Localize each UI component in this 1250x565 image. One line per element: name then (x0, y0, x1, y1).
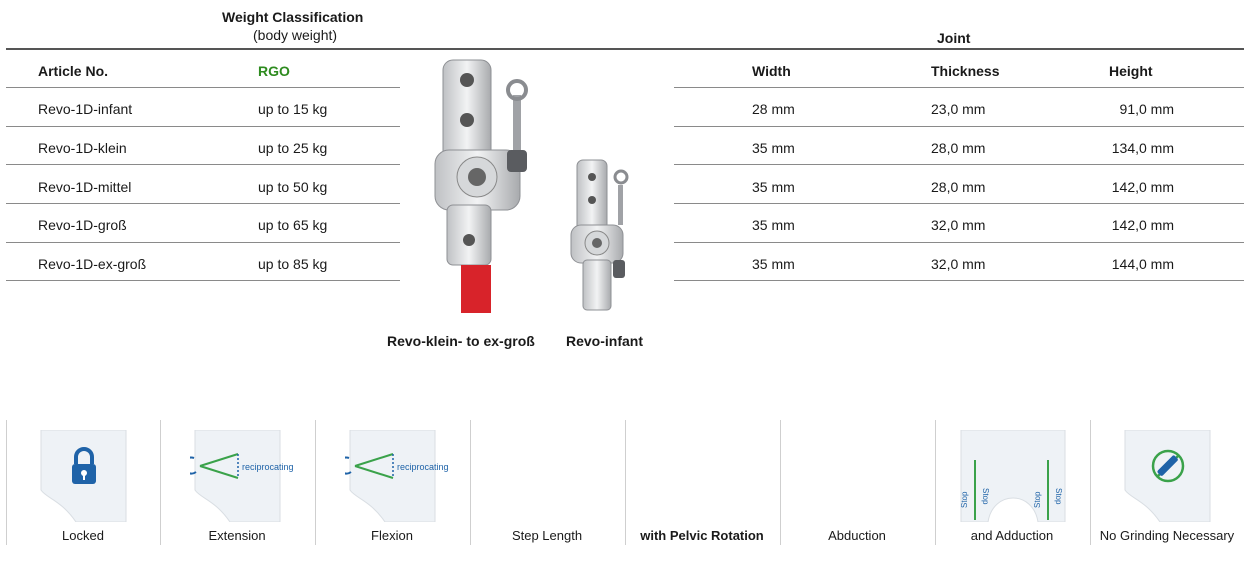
feature-label: No Grinding Necessary (1099, 528, 1235, 543)
table-cell-weight: up to 50 kg (258, 179, 328, 195)
feature-label: Locked (62, 528, 104, 543)
width-header: Width (752, 63, 791, 79)
table-cell-article: Revo-1D-groß (38, 217, 127, 233)
table-cell-thickness: 23,0 mm (931, 101, 986, 117)
table-cell-article: Revo-1D-mittel (38, 179, 132, 195)
reciprocating-extension-icon: reciprocating (190, 430, 294, 522)
table-cell-width: 35 mm (752, 179, 795, 195)
feature-divider (625, 420, 626, 545)
feature-divider (6, 420, 7, 545)
table-cell-article: Revo-1D-infant (38, 101, 133, 117)
table-cell-height: 134,0 mm (1111, 140, 1174, 156)
caption-revo-large: Revo-klein- to ex-groß (387, 333, 535, 349)
revo-large-joint-image (434, 59, 528, 313)
table-cell-height: 142,0 mm (1111, 179, 1174, 195)
stop-abduction-icon: Stop Stop Stop Stop (960, 430, 1066, 522)
feature-step-length: Step Length (470, 420, 624, 565)
table-cell-height: 144,0 mm (1111, 256, 1174, 272)
feature-no-grinding: No Grinding Necessary (1090, 420, 1244, 565)
annotation-text: reciprocating (397, 462, 449, 472)
table-cell-weight: up to 25 kg (258, 140, 328, 156)
row-rule (674, 164, 1244, 165)
table-cell-weight: up to 65 kg (258, 217, 328, 233)
reciprocating-flexion-icon: reciprocating (345, 430, 449, 522)
stop-label: Stop (1054, 488, 1063, 505)
table-cell-width: 28 mm (752, 101, 795, 117)
feature-label: Extension (208, 528, 266, 543)
stop-label: Stop (1033, 491, 1042, 508)
feature-adduction: Stop Stop Stop Stop and Adduction (935, 420, 1089, 565)
annotation-text: reciprocating (242, 462, 294, 472)
table-cell-thickness: 28,0 mm (931, 179, 986, 195)
row-rule (674, 203, 1244, 204)
row-rule (6, 164, 400, 165)
table-cell-thickness: 32,0 mm (931, 217, 986, 233)
row-rule (6, 280, 400, 281)
feature-divider (160, 420, 161, 545)
stop-label: Stop (960, 491, 969, 508)
feature-divider (315, 420, 316, 545)
thickness-header: Thickness (931, 63, 1000, 79)
table-cell-height: 91,0 mm (1119, 101, 1174, 117)
article-no-header: Article No. (38, 63, 109, 79)
row-rule (6, 242, 400, 243)
rgo-header: RGO (258, 63, 290, 79)
header-rule (6, 48, 1244, 50)
feature-flexion: reciprocating Flexion (315, 420, 469, 565)
table-cell-width: 35 mm (752, 256, 795, 272)
weight-classification-title: Weight Classification (222, 9, 364, 25)
caption-revo-infant: Revo-infant (566, 333, 643, 349)
feature-pelvic-rotation: with Pelvic Rotation (625, 420, 779, 565)
table-cell-article: Revo-1D-klein (38, 140, 127, 156)
row-rule (674, 242, 1244, 243)
weight-classification-subtitle: (body weight) (253, 27, 338, 43)
feature-label: Step Length (511, 528, 583, 543)
table-cell-width: 35 mm (752, 140, 795, 156)
feature-extension: reciprocating Extension (160, 420, 314, 565)
joint-title: Joint (937, 30, 971, 46)
table-cell-thickness: 28,0 mm (931, 140, 986, 156)
feature-divider (1090, 420, 1091, 545)
table-cell-weight: up to 85 kg (258, 256, 328, 272)
row-rule (6, 126, 400, 127)
table-cell-height: 142,0 mm (1111, 217, 1174, 233)
row-rule (674, 280, 1244, 281)
row-rule (674, 87, 1244, 88)
feature-label: Flexion (371, 528, 413, 543)
stop-label: Stop (981, 488, 990, 505)
revo-infant-joint-image (570, 159, 629, 311)
feature-label: Abduction (828, 528, 886, 543)
height-header: Height (1109, 63, 1153, 79)
feature-divider (780, 420, 781, 545)
feature-divider (935, 420, 936, 545)
feature-label: and Adduction (970, 528, 1054, 543)
no-grinding-icon (1124, 430, 1211, 522)
table-cell-weight: up to 15 kg (258, 101, 328, 117)
feature-abduction: Abduction (780, 420, 934, 565)
feature-locked: Locked (6, 420, 160, 565)
row-rule (6, 203, 400, 204)
row-rule (674, 126, 1244, 127)
feature-divider (470, 420, 471, 545)
table-cell-thickness: 32,0 mm (931, 256, 986, 272)
feature-label: with Pelvic Rotation (640, 528, 764, 543)
row-rule (6, 87, 400, 88)
lock-icon (40, 430, 127, 522)
table-cell-width: 35 mm (752, 217, 795, 233)
table-cell-article: Revo-1D-ex-groß (38, 256, 147, 272)
